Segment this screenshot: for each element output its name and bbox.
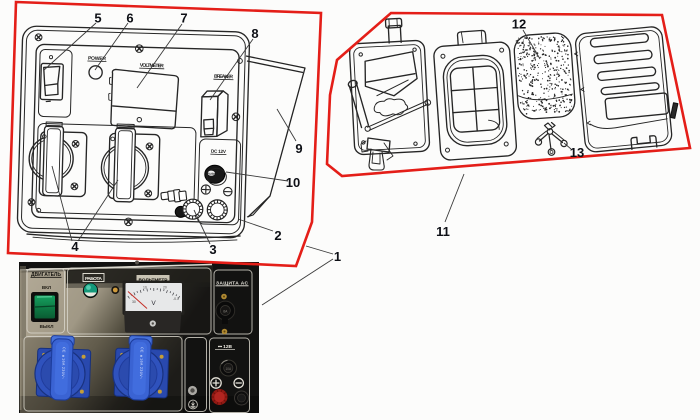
svg-text:8: 8 bbox=[251, 26, 258, 41]
svg-text:DC 12V: DC 12V bbox=[211, 149, 227, 154]
svg-text:⎓ 12В: ⎓ 12В bbox=[218, 344, 232, 350]
svg-text:-0.1: -0.1 bbox=[173, 297, 179, 301]
svg-text:13: 13 bbox=[570, 145, 584, 160]
svg-text:30: 30 bbox=[132, 300, 136, 304]
svg-text:20: 20 bbox=[163, 286, 167, 290]
svg-text:PUSH: PUSH bbox=[207, 172, 215, 176]
svg-text:ВКЛ: ВКЛ bbox=[42, 285, 51, 290]
svg-text:6: 6 bbox=[126, 11, 133, 26]
svg-text:10: 10 bbox=[143, 286, 147, 290]
svg-text:ВЫКЛ: ВЫКЛ bbox=[40, 324, 54, 329]
svg-text:10: 10 bbox=[286, 175, 300, 190]
svg-text:BREAKER: BREAKER bbox=[214, 74, 234, 81]
svg-text:V: V bbox=[151, 300, 156, 307]
svg-text:CE ▲16A 230V~: CE ▲16A 230V~ bbox=[139, 347, 144, 380]
svg-text:CE ▲16A 230V~: CE ▲16A 230V~ bbox=[61, 347, 66, 380]
svg-text:10A: 10A bbox=[225, 367, 232, 371]
svg-text:РАБОТА: РАБОТА bbox=[85, 276, 103, 282]
svg-text:11: 11 bbox=[436, 224, 450, 239]
svg-text:ЗАЩИТА АС: ЗАЩИТА АС bbox=[216, 281, 249, 287]
svg-text:2: 2 bbox=[274, 228, 281, 243]
svg-text:POWER: POWER bbox=[88, 56, 107, 63]
svg-text:ДВИГАТЕЛЬ: ДВИГАТЕЛЬ bbox=[31, 272, 61, 278]
svg-text:6A: 6A bbox=[223, 309, 228, 313]
svg-text:5: 5 bbox=[94, 11, 101, 26]
svg-text:ВОЛЬТМЕТР: ВОЛЬТМЕТР bbox=[139, 277, 169, 283]
svg-text:3: 3 bbox=[209, 242, 216, 257]
svg-text:12: 12 bbox=[512, 17, 526, 32]
svg-text:1: 1 bbox=[334, 249, 341, 264]
svg-text:7: 7 bbox=[180, 11, 187, 26]
svg-text:4: 4 bbox=[71, 239, 79, 254]
svg-text:9: 9 bbox=[295, 141, 302, 156]
